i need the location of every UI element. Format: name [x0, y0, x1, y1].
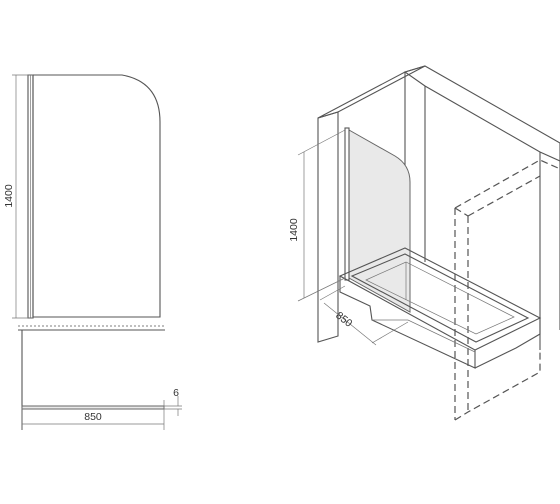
back-wall [403, 65, 560, 162]
left-wall-front [317, 111, 339, 343]
height-dimension: 1400 [3, 74, 33, 319]
left-wall-top [317, 65, 426, 119]
iso-width-label: 850 [333, 310, 354, 330]
screen-outline [32, 74, 161, 318]
front-elevation: 1400 [3, 74, 161, 319]
glass-profile-iso [344, 127, 350, 281]
bathtub [338, 247, 542, 369]
thickness-dimension: 6 [164, 387, 182, 416]
width-dimension-label: 850 [84, 411, 102, 423]
thickness-dimension-label: 6 [173, 387, 179, 399]
plan-view: 850 6 [18, 325, 182, 430]
iso-height-label: 1400 [288, 218, 300, 242]
width-dimension: 850 [21, 400, 165, 430]
glass-panel-plan [21, 405, 165, 410]
isometric-view: 1400 850 [288, 65, 560, 421]
iso-height-dimension: 1400 [288, 129, 346, 302]
height-dimension-label: 1400 [3, 184, 15, 208]
right-wall-dashed [454, 159, 559, 421]
glass-panel-iso [348, 129, 411, 313]
